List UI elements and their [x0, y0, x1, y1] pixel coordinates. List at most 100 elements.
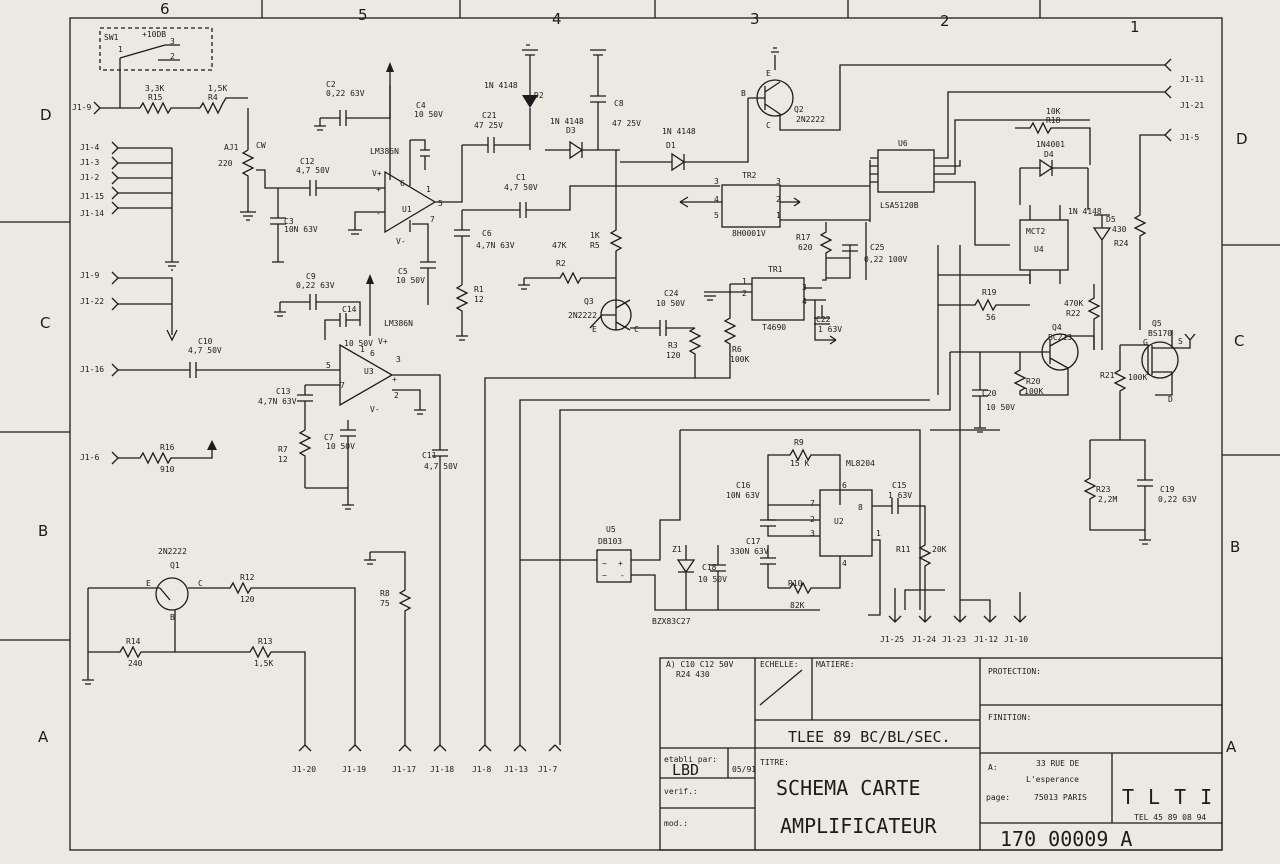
- svg-text:10 50V: 10 50V: [698, 575, 727, 584]
- svg-text:2: 2: [170, 52, 175, 61]
- svg-text:+: +: [376, 185, 381, 194]
- svg-text:2N2222: 2N2222: [158, 547, 187, 556]
- svg-text:Q2: Q2: [794, 105, 804, 114]
- svg-text:C15: C15: [892, 481, 907, 490]
- svg-text:10K: 10K: [1046, 107, 1061, 116]
- svg-text:C4: C4: [416, 101, 426, 110]
- svg-text:R7: R7: [278, 445, 288, 454]
- svg-text:1 63V: 1 63V: [888, 491, 912, 500]
- zone-col-4: 4: [552, 10, 562, 28]
- transformer-tr1: [751, 277, 805, 321]
- svg-text:C24: C24: [664, 289, 679, 298]
- zone-col-6: 6: [160, 0, 170, 18]
- connector-j1-11: J1-11: [1164, 58, 1204, 84]
- resistor-r19: [938, 298, 1030, 312]
- svg-text:+: +: [392, 375, 397, 384]
- svg-text:J1-10: J1-10: [1004, 635, 1028, 644]
- ic-u6: [877, 149, 935, 193]
- resistor-r11: [904, 530, 945, 610]
- svg-text:C12: C12: [300, 157, 315, 166]
- resistor-r5: [609, 150, 623, 300]
- svg-text:20K: 20K: [932, 545, 947, 554]
- svg-text:R4: R4: [208, 93, 218, 102]
- connector-j1-16: J1-16: [80, 363, 119, 377]
- svg-text:100K: 100K: [730, 355, 749, 364]
- transistor-q5: [1141, 341, 1179, 379]
- svg-text:R8: R8: [380, 589, 390, 598]
- zone-row-b-right: B: [1230, 538, 1240, 556]
- svg-text:15 K: 15 K: [790, 459, 809, 468]
- svg-text:47K: 47K: [552, 241, 567, 250]
- svg-text:R18: R18: [1046, 116, 1061, 125]
- zone-row-a-left: A: [38, 728, 49, 746]
- svg-text:4: 4: [842, 559, 847, 568]
- resistor-r17: [819, 222, 833, 281]
- svg-text:T4690: T4690: [762, 323, 786, 332]
- capacitor-c25: [826, 244, 858, 279]
- svg-text:Q3: Q3: [584, 297, 594, 306]
- bottom-mid-connectors: J1-25 J1-24 J1-23 J1-12 J1-10: [880, 588, 1028, 644]
- svg-text:BZX83C27: BZX83C27: [652, 617, 691, 626]
- opamp-u3: [339, 343, 394, 407]
- switch-sw1: SW1 +10DB 3 1 2: [99, 27, 213, 71]
- svg-text:J1-14: J1-14: [80, 209, 104, 218]
- svg-text:U6: U6: [898, 139, 908, 148]
- zone-labels: 6 5 4 3 2 1 D C B A D C B A: [38, 0, 1248, 756]
- routing-wires: [519, 245, 991, 745]
- svg-text:-: -: [376, 209, 381, 218]
- tb-etabli: LBD: [672, 761, 699, 779]
- resistor-r24: [1133, 145, 1147, 330]
- svg-text:U1: U1: [402, 205, 412, 214]
- svg-text:7: 7: [810, 499, 815, 508]
- svg-text:C11: C11: [422, 451, 437, 460]
- svg-text:J1-17: J1-17: [392, 765, 416, 774]
- tb-drawing-number: 170 00009 A: [1000, 827, 1132, 851]
- svg-text:4,7 50V: 4,7 50V: [504, 183, 538, 192]
- svg-text:D4: D4: [1044, 150, 1054, 159]
- svg-text:1: 1: [360, 345, 365, 354]
- svg-text:J1-20: J1-20: [292, 765, 316, 774]
- svg-text:C: C: [634, 325, 639, 334]
- connector-j1-12: J1-12: [974, 610, 998, 644]
- svg-text:J1-19: J1-19: [342, 765, 366, 774]
- svg-text:240: 240: [128, 659, 143, 668]
- svg-text:4,7 50V: 4,7 50V: [188, 346, 222, 355]
- svg-text:J1-18: J1-18: [430, 765, 454, 774]
- zone-col-5: 5: [358, 6, 368, 24]
- svg-text:J1-22: J1-22: [80, 297, 104, 306]
- zener-z1: [676, 545, 696, 610]
- svg-text:910: 910: [160, 465, 175, 474]
- ic-u2: [819, 489, 873, 557]
- resistor-r22: [1087, 284, 1101, 350]
- svg-text:V+: V+: [372, 169, 382, 178]
- svg-text:B: B: [741, 89, 746, 98]
- svg-text:10 50V: 10 50V: [396, 276, 425, 285]
- potentiometer-aj1: [241, 149, 255, 212]
- svg-text:4: 4: [802, 297, 807, 306]
- svg-text:1: 1: [776, 211, 781, 220]
- svg-text:J1-23: J1-23: [942, 635, 966, 644]
- svg-text:Q5: Q5: [1152, 319, 1162, 328]
- svg-text:D5: D5: [1106, 215, 1116, 224]
- svg-text:C1: C1: [516, 173, 526, 182]
- capacitor-c3: [270, 188, 286, 263]
- tb-address-1: 33 RUE DE: [1036, 759, 1080, 768]
- svg-text:7: 7: [340, 381, 345, 390]
- svg-text:J1-6: J1-6: [80, 453, 99, 462]
- svg-text:C18: C18: [702, 563, 717, 572]
- resistor-r2: [524, 271, 616, 285]
- svg-text:7: 7: [430, 215, 435, 224]
- driver-section: 1N 4148 D2 C21 47 25V 1N 4148 D3 C8 47 2…: [454, 44, 749, 745]
- svg-text:MCT2: MCT2: [1026, 227, 1045, 236]
- connector-j1-3: J1-3: [80, 156, 119, 170]
- svg-text:U2: U2: [834, 517, 844, 526]
- svg-text:ML8204: ML8204: [846, 459, 875, 468]
- capacitor-c24: [630, 320, 695, 336]
- svg-text:R5: R5: [590, 241, 600, 250]
- connector-j1-17: J1-17: [392, 744, 416, 774]
- svg-text:C5: C5: [398, 267, 408, 276]
- resistor-r14: [88, 610, 176, 659]
- svg-text:C25: C25: [870, 243, 885, 252]
